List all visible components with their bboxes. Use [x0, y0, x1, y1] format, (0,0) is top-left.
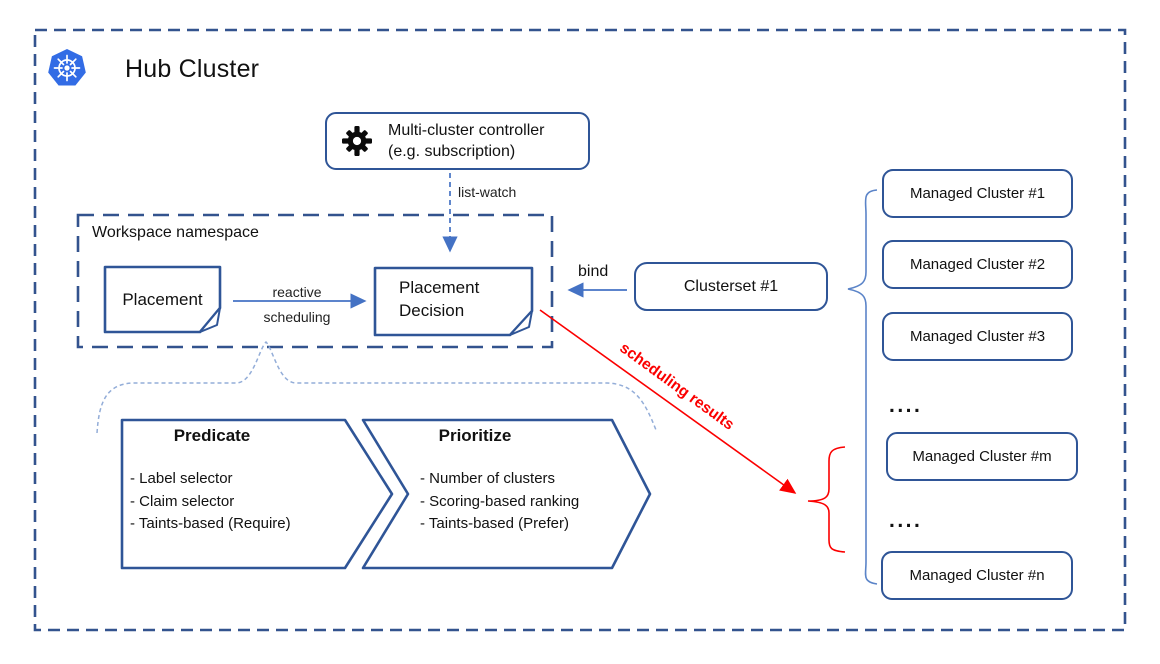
placement-decision-label: Placement Decision: [399, 276, 479, 322]
prioritize-item-1: - Number of clusters: [420, 470, 556, 487]
managed-cluster-label-m: Managed Cluster #m: [912, 448, 1052, 465]
managed-cluster-box-2: Managed Cluster #2: [882, 240, 1073, 289]
controller-label: Multi-cluster controller (e.g. subscript…: [388, 120, 544, 162]
dashed-brace: [96, 340, 657, 434]
placement-decision-line2: Decision: [399, 301, 465, 320]
managed-cluster-label-n: Managed Cluster #n: [909, 567, 1045, 584]
reactive-scheduling-label: reactive scheduling: [237, 283, 357, 326]
gear-icon: [342, 126, 372, 156]
managed-cluster-box-m: Managed Cluster #m: [886, 432, 1078, 481]
prioritize-item-2: - Scoring-based ranking: [420, 492, 580, 510]
managed-cluster-label-3: Managed Cluster #3: [909, 328, 1046, 345]
controller-box: Multi-cluster controller (e.g. subscript…: [325, 112, 590, 170]
predicate-item-1: - Label selector: [130, 470, 233, 487]
managed-cluster-box-n: Managed Cluster #n: [881, 551, 1073, 600]
placement-label: Placement: [122, 290, 203, 309]
scheduling-results-arrow: [539, 309, 797, 494]
predicate-item-2: - Claim selector: [130, 492, 235, 510]
reactive-label-line2: scheduling: [263, 309, 331, 325]
bind-label: bind: [578, 263, 609, 280]
predicate-item-3: - Taints-based (Require): [130, 515, 291, 532]
prioritize-title: Prioritize: [438, 426, 512, 445]
list-watch-label: list-watch: [458, 184, 517, 200]
managed-cluster-box-3: Managed Cluster #3: [882, 312, 1073, 361]
scheduling-results-label: scheduling results: [616, 339, 738, 434]
red-brace: [807, 446, 846, 553]
predicate-title: Predicate: [173, 426, 251, 445]
clusterset-box: Clusterset #1: [634, 262, 828, 311]
managed-cluster-box-1: Managed Cluster #1: [882, 169, 1073, 218]
managed-cluster-label-2: Managed Cluster #2: [909, 256, 1046, 273]
kubernetes-logo-icon: [48, 49, 86, 86]
page-title: Hub Cluster: [125, 55, 260, 83]
placement-decision-line1: Placement: [399, 278, 480, 297]
reactive-label-line1: reactive: [272, 284, 322, 300]
clusterset-brace: [847, 189, 878, 585]
prioritize-list: - Number of clusters - Scoring-based ran…: [420, 468, 579, 536]
clusterset-label: Clusterset #1: [683, 277, 779, 295]
controller-label-line2: (e.g. subscription): [388, 143, 516, 160]
managed-cluster-label-1: Managed Cluster #1: [909, 185, 1046, 202]
predicate-list: - Label selector - Claim selector - Tain…: [130, 468, 291, 536]
controller-label-line1: Multi-cluster controller: [388, 122, 545, 139]
dots-ellipsis-1: ....: [889, 394, 923, 417]
dots-ellipsis-2: ....: [889, 509, 923, 532]
workspace-namespace-label: Workspace namespace: [92, 224, 259, 241]
prioritize-item-3: - Taints-based (Prefer): [420, 515, 569, 532]
